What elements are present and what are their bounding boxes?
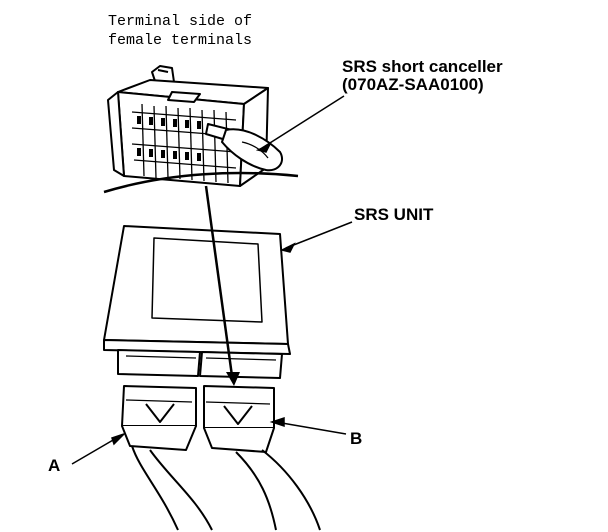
separator-arc bbox=[103, 171, 299, 194]
connector-b-label: B bbox=[350, 429, 363, 448]
female-terminal-connector bbox=[107, 65, 269, 187]
connector-a-label: A bbox=[48, 456, 61, 475]
canceller-label-line1: SRS short canceller bbox=[342, 57, 503, 76]
connector-b-shape bbox=[203, 385, 321, 531]
srs-unit-box bbox=[103, 225, 291, 379]
connector-a-shape bbox=[121, 385, 213, 531]
terminal-side-label-line2: female terminals bbox=[108, 32, 253, 49]
srs-unit-label: SRS UNIT bbox=[354, 205, 434, 224]
terminal-side-label-line1: Terminal side of bbox=[108, 13, 253, 30]
leader-lines bbox=[71, 95, 353, 465]
srs-short-canceller bbox=[205, 123, 284, 172]
canceller-label-line2: (070AZ-SAA0100) bbox=[342, 75, 484, 94]
insertion-arrow bbox=[204, 185, 240, 386]
